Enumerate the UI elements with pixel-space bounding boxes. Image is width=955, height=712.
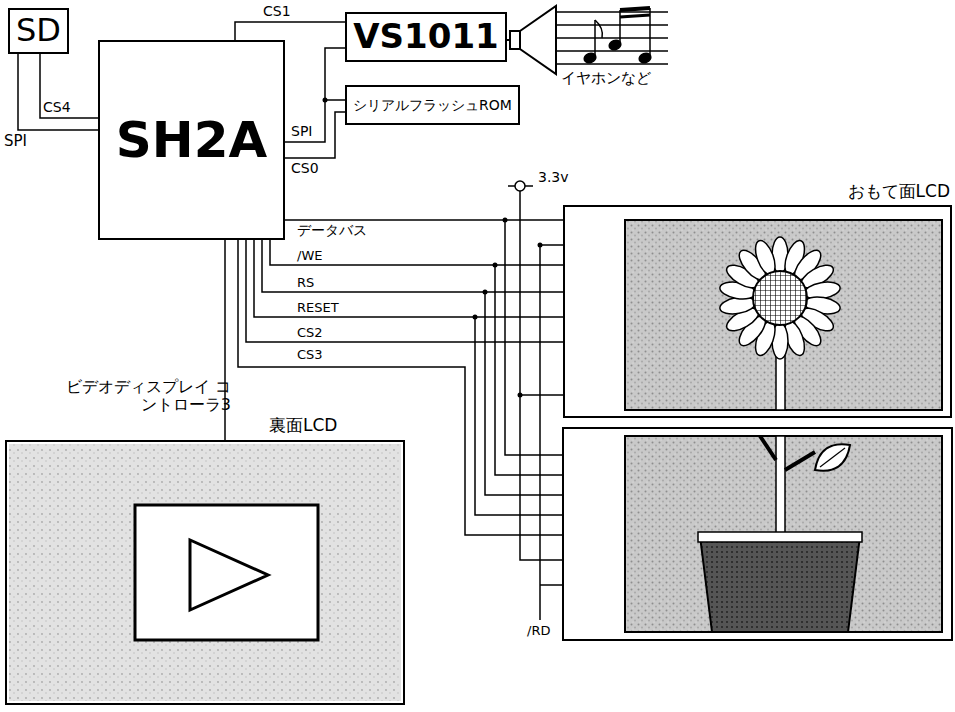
signal-name: RS [296, 276, 315, 290]
drawing-part [594, 20, 596, 57]
drawing-part [485, 292, 563, 495]
signal-name: SPI [290, 124, 313, 139]
drawing-part [238, 240, 563, 535]
drawing-part [520, 6, 556, 74]
drawing-part [815, 444, 850, 470]
drawing-part [505, 220, 563, 455]
signal-connector [40, 54, 98, 118]
junction-dots [323, 98, 543, 398]
front-lcd: おもて面LCD [563, 205, 952, 418]
signal-name: SPI [3, 133, 28, 150]
drawing-part [473, 315, 478, 320]
drawing-part [563, 428, 952, 640]
drawing-part [760, 436, 815, 470]
drawing-part [9, 444, 401, 701]
drawing-part [776, 436, 785, 536]
device-note: イヤホンなど [560, 70, 652, 87]
drawing-part [285, 219, 563, 221]
signal-name: CS4 [42, 100, 72, 115]
signal-name: CS1 [262, 4, 292, 19]
pot-picture [563, 428, 952, 640]
music-staff [556, 8, 668, 64]
signal-name: /WE [296, 249, 323, 263]
drawing-part [538, 243, 543, 248]
bus-name: データバス [296, 223, 368, 238]
drawing-part [556, 37, 668, 39]
drawing-part [325, 99, 345, 101]
voltage-label: 3.3v [537, 170, 570, 185]
drawing-part [285, 48, 345, 142]
drawing-part [753, 271, 807, 325]
drawing-part [520, 191, 563, 560]
drawing-part [254, 240, 563, 317]
signal-name: CS3 [296, 348, 324, 362]
drawing-part [323, 98, 328, 103]
signal-connector [285, 112, 345, 158]
drawing-part [700, 536, 860, 632]
drawing-part [190, 540, 268, 610]
drawing-part [262, 240, 563, 292]
cpu-box: SH2A [98, 40, 285, 240]
drawing-part [698, 532, 862, 542]
signal-name: RESET [296, 301, 340, 315]
drawing-part [556, 50, 668, 52]
drawing-part [518, 393, 523, 398]
drawing-part [620, 15, 650, 17]
drawing-part [595, 20, 602, 38]
drawing-part [625, 436, 942, 632]
drawing-part [483, 290, 488, 295]
drawing-part [556, 63, 668, 65]
drawing-part [719, 237, 842, 359]
sd-card-box: SD [8, 8, 69, 54]
signal-name: CS0 [290, 161, 320, 176]
signal-name: CS2 [296, 326, 324, 340]
drawing-part [520, 394, 563, 396]
drawing-part [540, 584, 563, 586]
drawing-part [619, 10, 621, 44]
sunflower-picture [625, 220, 942, 410]
back-lcd: 裏面LCD [5, 440, 405, 705]
signal-name: /RD [526, 624, 551, 638]
drawing-part [493, 263, 498, 268]
drawing-part [503, 218, 508, 223]
drawing-part [135, 505, 318, 640]
controller-label: ビデオディスプレイ コントローラ3 [60, 378, 232, 413]
drawing-part [18, 54, 98, 130]
lcd-heading: 裏面LCD [269, 414, 337, 437]
drawing-part [539, 245, 541, 620]
drawing-part [510, 31, 520, 49]
play-screen-picture [9, 444, 401, 701]
decoder-box: VS1011 [345, 12, 507, 62]
drawing-part [246, 240, 563, 342]
drawing-part [475, 317, 563, 515]
drawing-part [508, 185, 515, 187]
drawing-part [625, 220, 942, 410]
box-label: SD [16, 14, 61, 48]
signal-connector [235, 22, 345, 40]
supply-terminal [515, 181, 525, 191]
drawing-part [620, 8, 650, 10]
flash-rom-box: シリアルフラッシュROM [345, 85, 520, 125]
drawing-part [525, 185, 533, 187]
drawing-part [540, 244, 563, 246]
drawing-part [270, 240, 563, 265]
box-label: SH2A [116, 114, 267, 167]
drawing-part [556, 24, 668, 26]
drawing-part [556, 11, 668, 13]
lcd-heading: おもて面LCD [848, 180, 950, 203]
drawing-part [820, 448, 845, 467]
box-label: VS1011 [353, 19, 498, 55]
speaker-symbol [505, 6, 556, 74]
box-label: シリアルフラッシュROM [353, 98, 512, 113]
drawing-part [495, 265, 563, 475]
